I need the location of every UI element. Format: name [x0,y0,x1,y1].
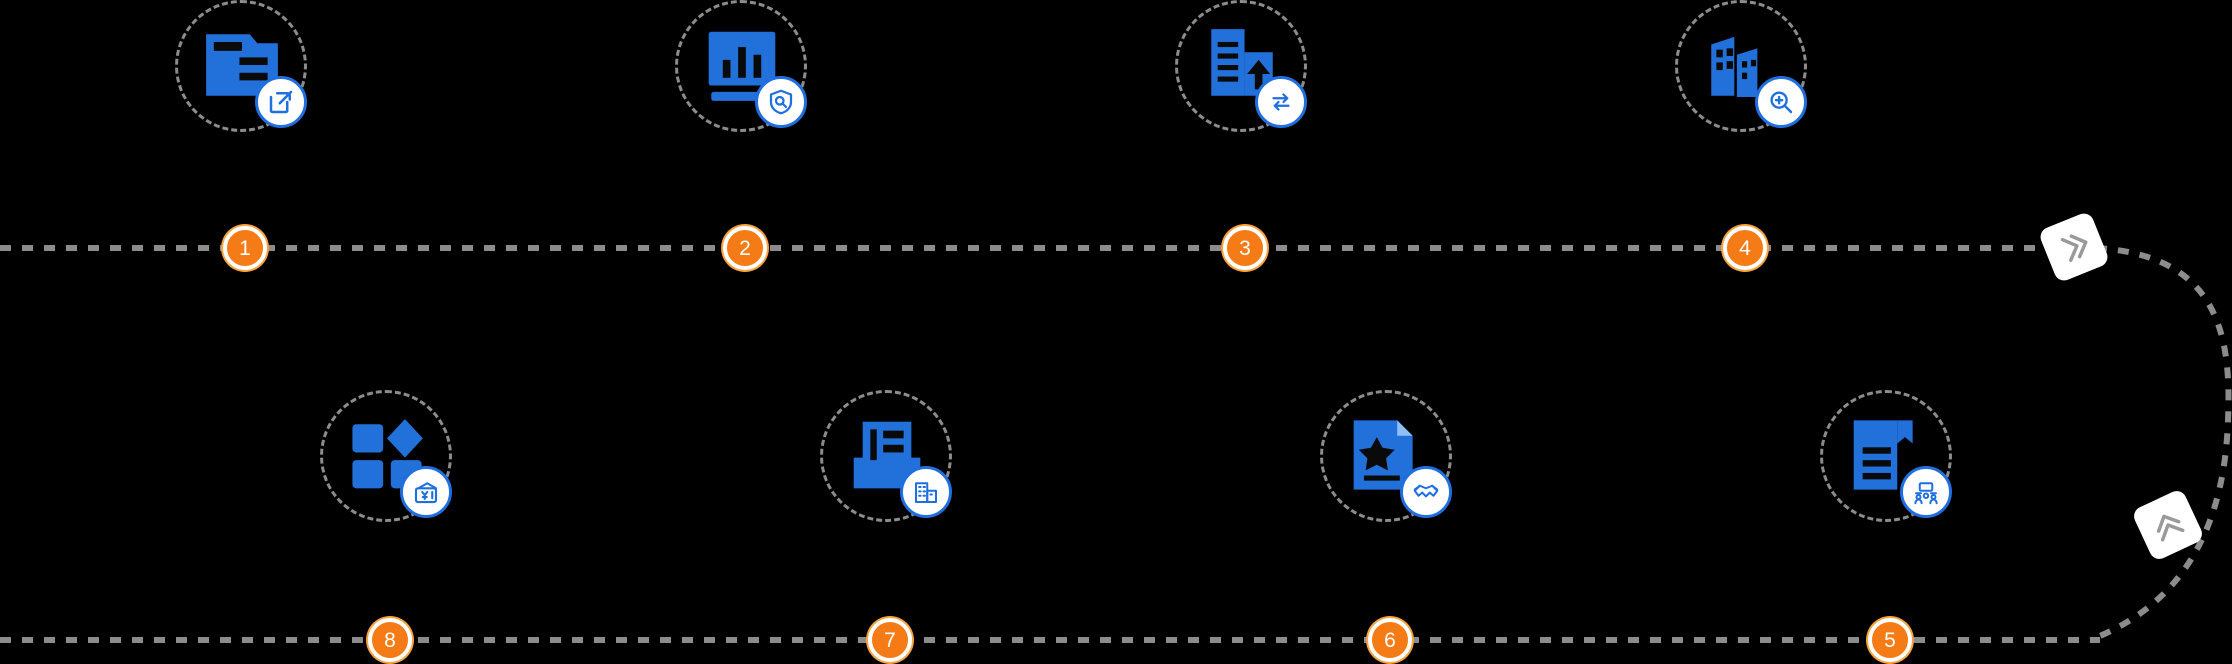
dotted-ring [1675,0,1807,132]
step-node-4[interactable] [1675,0,1815,140]
document-lines-icon [1846,414,1928,496]
transfer-arrows-icon [1255,76,1307,128]
step-marker-8[interactable]: 8 [368,618,412,662]
folder-document-icon [201,24,283,106]
dotted-ring [1175,0,1307,132]
presentation-meeting-icon [1900,466,1952,518]
dotted-ring [820,390,952,522]
step-marker-3[interactable]: 3 [1223,226,1267,270]
document-upload-icon [1201,24,1283,106]
step-number: 6 [1384,628,1396,652]
step-number: 2 [739,236,751,260]
step-number: 8 [384,628,396,652]
certificate-star-icon [1346,414,1428,496]
step-number: 1 [239,236,251,260]
step-marker-7[interactable]: 7 [868,618,912,662]
step-marker-6[interactable]: 6 [1368,618,1412,662]
step-node-2[interactable] [675,0,815,140]
step-number: 3 [1239,236,1251,260]
step-node-7[interactable] [820,390,960,530]
edit-square-icon [255,76,307,128]
shield-search-icon [755,76,807,128]
money-wallet-icon [400,466,452,518]
magnifier-plus-icon [1755,76,1807,128]
step-node-5[interactable] [1820,390,1960,530]
right-curve-connector [2088,245,2232,643]
step-node-6[interactable] [1320,390,1460,530]
dotted-ring [1820,390,1952,522]
dotted-ring [320,390,452,522]
step-marker-4[interactable]: 4 [1723,226,1767,270]
dotted-ring [675,0,807,132]
step-number: 4 [1739,236,1751,260]
step-marker-1[interactable]: 1 [223,226,267,270]
handshake-icon [1400,466,1452,518]
city-buildings-icon [1701,24,1783,106]
building-icon [900,466,952,518]
chevron-down-left-icon [2130,487,2206,563]
step-marker-5[interactable]: 5 [1868,618,1912,662]
chevron-right-down-icon [2037,210,2111,284]
step-node-8[interactable] [320,390,460,530]
step-number: 5 [1884,628,1896,652]
dotted-ring [1320,390,1452,522]
dotted-ring [175,0,307,132]
step-marker-2[interactable]: 2 [723,226,767,270]
step-node-3[interactable] [1175,0,1315,140]
step-number: 7 [884,628,896,652]
step-node-1[interactable] [175,0,315,140]
